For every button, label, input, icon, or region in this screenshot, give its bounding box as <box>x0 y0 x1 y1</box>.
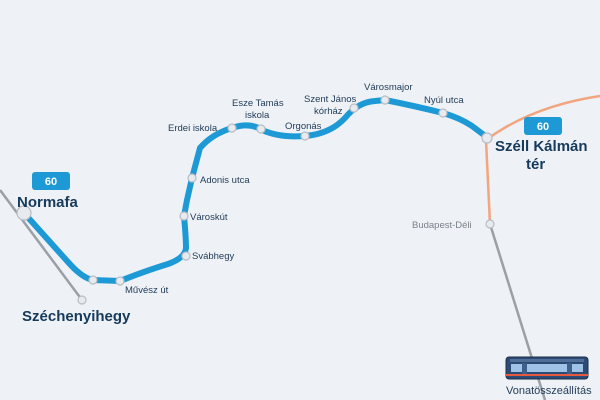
stop-label-muvesz-ut: Művész út <box>125 285 169 296</box>
line-badge-normafa-text: 60 <box>45 176 57 188</box>
train-car-window-band <box>511 364 583 372</box>
stop-label-varoskut: Városkút <box>190 212 228 223</box>
stop-label-esze-tamas-1: Esze Tamás <box>232 98 284 109</box>
line-badge-szell-kalman-text: 60 <box>537 121 549 133</box>
stop-marker-muvesz-ut-1[interactable] <box>88 275 98 285</box>
train-car-stripe <box>506 374 588 376</box>
stop-label-erdei-iskola: Erdei iskola <box>168 123 218 134</box>
stop-marker-varosmajor[interactable] <box>380 95 390 105</box>
train-car-door-right <box>567 363 572 376</box>
stop-marker-orgonas[interactable] <box>300 131 310 141</box>
place-label-budapest-deli: Budapest-Déli <box>412 220 472 231</box>
stop-marker-adonis-utca[interactable] <box>187 173 197 183</box>
line-badge-normafa: 60 <box>32 172 70 190</box>
stop-marker-erdei-iskola[interactable] <box>227 123 237 133</box>
stop-label-orgonas: Orgonás <box>285 121 322 132</box>
train-car-door-left <box>522 363 527 376</box>
stop-label-esze-tamas-2: iskola <box>245 110 270 121</box>
stop-label-svabhegy: Svábhegy <box>192 251 235 262</box>
line-badge-normafa-bg <box>32 172 70 190</box>
terminus-label-szell-kalman-2: tér <box>526 156 545 173</box>
stop-marker-muvesz-ut-2[interactable] <box>115 276 125 286</box>
stop-label-nyul-utca: Nyúl utca <box>424 95 464 106</box>
stop-label-varosmajor: Városmajor <box>364 82 413 93</box>
line-badge-szell-kalman: 60 <box>524 117 562 135</box>
stop-marker-budapest-deli[interactable] <box>485 219 495 229</box>
stop-marker-szent-janos[interactable] <box>349 103 359 113</box>
stop-marker-svabhegy[interactable] <box>181 251 191 261</box>
stop-label-szent-janos-1: Szent János <box>304 94 357 105</box>
line-badge-szell-kalman-bg <box>524 117 562 135</box>
stop-marker-varoskut[interactable] <box>179 211 189 221</box>
stop-marker-normafa[interactable] <box>16 205 32 221</box>
stop-label-szent-janos-2: kórház <box>314 106 343 117</box>
train-car-icon[interactable] <box>505 356 589 380</box>
stop-label-adonis-utca: Adonis utca <box>200 175 250 186</box>
route-60-line <box>21 97 491 284</box>
terminus-label-szell-kalman-1: Széll Kálmán <box>495 138 588 155</box>
place-label-szechenyihegy: Széchenyihegy <box>22 308 131 325</box>
stop-marker-szechenyihegy[interactable] <box>77 295 87 305</box>
stop-marker-esze-tamas[interactable] <box>256 124 266 134</box>
terminus-label-normafa: Normafa <box>17 194 79 211</box>
stop-markers <box>16 95 495 305</box>
stop-marker-szell-kalman[interactable] <box>481 132 493 144</box>
rail-line-szechenyihegy <box>0 189 84 301</box>
train-composition-caption[interactable]: Vonatösszeállítás <box>506 385 592 397</box>
train-car-roof <box>510 359 584 362</box>
stop-marker-nyul-utca[interactable] <box>438 108 448 118</box>
